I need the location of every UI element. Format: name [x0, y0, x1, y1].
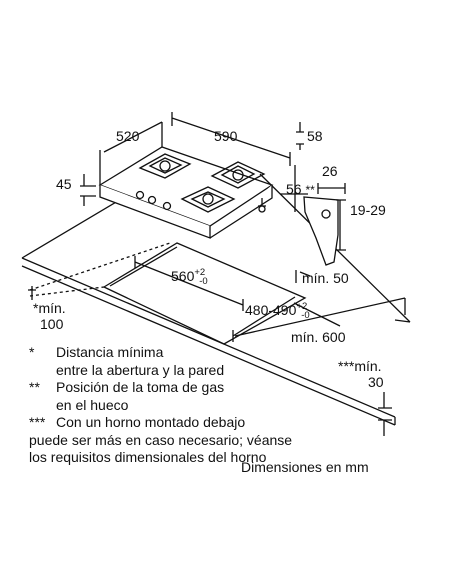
- dim-26-label: 26: [322, 163, 338, 179]
- note-3-key: ***: [29, 414, 46, 430]
- note-1: * Distancia mínima entre la abertura y l…: [29, 344, 292, 379]
- cutout-560-value: 560: [171, 268, 195, 284]
- dim-520-label: 520: [116, 128, 140, 144]
- dim-45-line: [80, 174, 96, 206]
- dim-520-line: [99, 121, 163, 185]
- wall-distance-dashes: [29, 242, 171, 297]
- profile-hole: [321, 209, 331, 219]
- note-3: *** Con un horno montado debajo puede se…: [29, 414, 292, 467]
- min-600-label: mín. 600: [291, 329, 346, 345]
- min-100-caption: *mín.: [33, 300, 66, 316]
- cutout-560-label: 560+2-0: [171, 267, 208, 287]
- dim-56-label: 56 **: [286, 181, 315, 198]
- dim-100-line: [28, 286, 36, 300]
- note-1-key: *: [29, 344, 35, 360]
- dim-58-line: [296, 122, 304, 150]
- burner-support-1: [138, 153, 192, 179]
- dim-590-label: 590: [214, 128, 238, 144]
- min-50-label: mín. 50: [302, 270, 349, 286]
- gas-connection-end: [258, 205, 266, 213]
- note-2-text: Posición de la toma de gas en el hueco: [56, 379, 224, 414]
- note-1-line-1: Distancia mínima: [56, 344, 164, 360]
- dim-58-label: 58: [307, 128, 323, 144]
- knob-3: [162, 201, 172, 211]
- cutout-560-sub: -0: [199, 276, 208, 287]
- note-1-text: Distancia mínima entre la abertura y la …: [56, 344, 224, 379]
- cutout-inner-edge: [109, 246, 178, 287]
- cutout-480-490-label: 480-490+2-0: [245, 301, 310, 321]
- dim-560-line: [134, 256, 244, 311]
- dim-590-line: [171, 112, 291, 166]
- hob-side: [99, 185, 273, 239]
- dim-56-line: [280, 165, 308, 212]
- min-30-caption: ***mín.: [338, 358, 382, 374]
- wall-profile: [303, 196, 339, 266]
- dim-480-line: [232, 296, 341, 342]
- dim-19-29-line: [336, 199, 346, 251]
- burner-support-3: [180, 186, 236, 213]
- knob-2: [147, 195, 157, 205]
- note-2-line-2: en el hueco: [56, 396, 129, 413]
- burner-support-2: [210, 161, 266, 189]
- cutout-480-sup: +2: [296, 301, 308, 312]
- note-3-line-3: los requisitos dimensionales del horno: [29, 449, 267, 465]
- cutout-560-sup: +2: [194, 267, 206, 278]
- legend-notes: * Distancia mínima entre la abertura y l…: [29, 344, 292, 467]
- min-100-value: 100: [40, 316, 64, 332]
- note-2-key: **: [29, 379, 40, 395]
- cutout-480-value: 480-490: [245, 302, 297, 318]
- knob-1: [135, 190, 145, 200]
- note-3-text: Con un horno montado debajo puede ser má…: [29, 414, 292, 467]
- units-label: Dimensiones en mm: [241, 459, 369, 475]
- note-3-line-1: Con un horno montado debajo: [56, 414, 246, 430]
- burner-2: [232, 169, 244, 181]
- note-3-line-2: puede ser más en caso necesario; véanse: [29, 431, 293, 448]
- dim-45-label: 45: [56, 176, 72, 192]
- note-2-line-1: Posición de la toma de gas: [56, 379, 225, 395]
- burner-3: [202, 193, 214, 205]
- dim-30-line: [378, 392, 392, 436]
- cutout-480-sub: -0: [301, 310, 310, 321]
- dim-50-line: [295, 270, 311, 283]
- worktop-outline: [21, 169, 411, 426]
- dim-26-line: [317, 183, 346, 194]
- note-1-line-2: entre la abertura y la pared: [56, 361, 225, 378]
- dim-600-line: [234, 297, 406, 337]
- burner-1: [159, 160, 171, 172]
- dim-56-marker: **: [305, 183, 315, 197]
- cutout-opening: [102, 242, 307, 345]
- min-30-value: 30: [368, 374, 384, 390]
- dim-56-value: 56: [286, 181, 302, 197]
- note-2: ** Posición de la toma de gas en el huec…: [29, 379, 292, 414]
- dim-19-29-label: 19-29: [350, 202, 386, 218]
